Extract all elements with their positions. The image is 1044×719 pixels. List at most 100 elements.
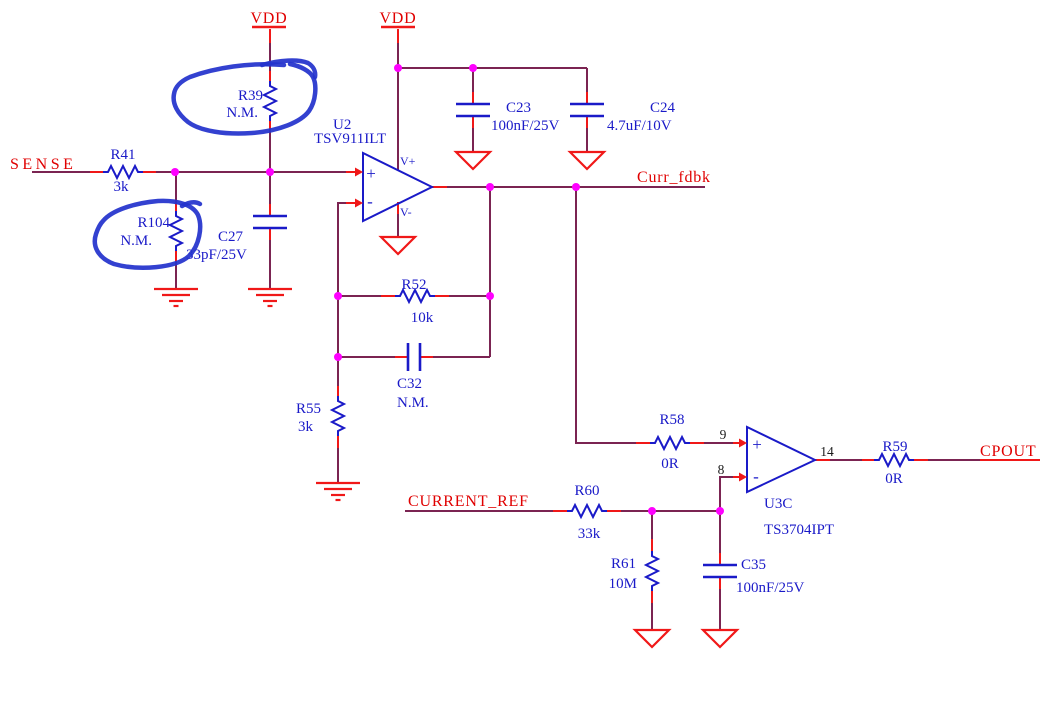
- u2-plus-sign: +: [366, 164, 376, 183]
- r55-value: 3k: [298, 419, 314, 435]
- junction: [334, 292, 342, 300]
- resistor-r58: [649, 436, 691, 450]
- r61-refdes: R61: [611, 556, 636, 572]
- r39-value: N.M.: [226, 105, 258, 121]
- u2-vminus-label: V-: [400, 205, 412, 219]
- c35-refdes: C35: [741, 557, 766, 573]
- input-arrow-plus: [355, 167, 363, 177]
- resistor-r55: [331, 395, 345, 437]
- r60-refdes: R60: [574, 483, 599, 499]
- c32-value: N.M.: [397, 395, 429, 411]
- resistor-r41: [102, 165, 144, 179]
- r41-refdes: R41: [110, 147, 135, 163]
- triangle-ground-r61: [633, 628, 671, 649]
- u3c-pin8-number: 8: [718, 462, 725, 477]
- u2-partnumber: TSV911ILT: [314, 131, 386, 147]
- capacitor-c23: [454, 102, 492, 118]
- u3c-partnumber: TS3704IPT: [764, 522, 834, 538]
- r41-value: 3k: [114, 179, 130, 195]
- net-label-current-ref: CURRENT_REF: [408, 493, 529, 510]
- component-labels: R41 3k R39 N.M. R104 N.M. C27 33pF/25V C…: [110, 88, 907, 596]
- u3c-refdes: U3C: [764, 496, 792, 512]
- junction: [171, 168, 179, 176]
- junction: [486, 183, 494, 191]
- u3c-minus-sign: -: [753, 467, 759, 486]
- highlight-loop-r39: [171, 61, 318, 136]
- capacitor-c35: [701, 563, 739, 579]
- r104-refdes: R104: [137, 215, 170, 231]
- r58-refdes: R58: [659, 412, 684, 428]
- c35-value: 100nF/25V: [736, 580, 805, 596]
- u3c-plus-sign: +: [752, 435, 762, 454]
- c27-refdes: C27: [218, 229, 244, 245]
- junction: [486, 292, 494, 300]
- triangle-ground-c35: [701, 628, 739, 649]
- r58-value: 0R: [661, 456, 679, 472]
- r55-refdes: R55: [296, 401, 321, 417]
- ground-symbols: [152, 150, 739, 649]
- pin-stubs: [90, 29, 1040, 603]
- r60-value: 33k: [578, 526, 601, 542]
- power-vdd-left: VDD: [250, 10, 287, 29]
- junction: [469, 64, 477, 72]
- junction: [334, 353, 342, 361]
- highlight-loop-r104-overlap: [179, 200, 203, 209]
- opamp-triangle: [362, 151, 435, 223]
- c23-value: 100nF/25V: [491, 118, 560, 134]
- capacitor-c32: [406, 341, 422, 373]
- resistor-r60: [566, 504, 608, 518]
- junction: [648, 507, 656, 515]
- junction: [266, 168, 274, 176]
- c24-refdes: C24: [650, 100, 676, 116]
- junction: [716, 507, 724, 515]
- vdd-left-label: VDD: [250, 10, 287, 27]
- resistor-r59: [873, 453, 915, 467]
- capacitor-c24: [568, 102, 606, 118]
- input-arrow-minus: [355, 198, 363, 208]
- opamp-triangle: [746, 425, 818, 494]
- highlight-loop-r104: [92, 198, 203, 270]
- triangle-ground-c23: [454, 150, 492, 171]
- capacitor-c27: [251, 214, 289, 230]
- c23-refdes: C23: [506, 100, 531, 116]
- vdd-right-label: VDD: [379, 10, 416, 27]
- c32-refdes: C32: [397, 376, 422, 392]
- c24-value: 4.7uF/10V: [607, 118, 672, 134]
- earth-ground-c27: [246, 287, 294, 308]
- r59-refdes: R59: [882, 439, 907, 455]
- u3c-pin14-number: 14: [820, 444, 834, 459]
- u2-minus-sign: -: [367, 192, 373, 211]
- r59-value: 0R: [885, 471, 903, 487]
- r39-refdes: R39: [238, 88, 263, 104]
- junction: [394, 64, 402, 72]
- net-label-curr-fdbk: Curr_fdbk: [637, 169, 711, 186]
- u2-vplus-label: V+: [400, 154, 416, 168]
- opamp-u2: + - V+ V- U2 TSV911ILT: [314, 117, 435, 223]
- junction-dots: [171, 64, 724, 515]
- u3c-pin9-number: 9: [720, 427, 727, 442]
- triangle-ground-c24: [568, 150, 606, 171]
- resistor-r104: [169, 210, 183, 252]
- highlight-loop-r39-overlap: [259, 58, 318, 80]
- r104-value: N.M.: [120, 233, 152, 249]
- u2-refdes: U2: [333, 117, 351, 133]
- net-labels: SENSE Curr_fdbk CURRENT_REF CPOUT: [10, 156, 1036, 510]
- input-arrow-minus: [739, 472, 747, 482]
- r52-refdes: R52: [401, 277, 426, 293]
- input-arrow-plus: [739, 438, 747, 448]
- r52-value: 10k: [411, 310, 434, 326]
- net-label-cpout: CPOUT: [980, 443, 1036, 460]
- earth-ground-r104: [152, 287, 200, 308]
- resistor-r39: [263, 80, 277, 122]
- annotation-markers: [92, 58, 318, 270]
- triangle-ground-u2: [379, 235, 417, 256]
- comparator-u3c: + - 9 8 14 U3C TS3704IPT: [718, 425, 834, 538]
- resistor-r61: [645, 550, 659, 592]
- c27-value: 33pF/25V: [186, 247, 247, 263]
- r61-value: 10M: [609, 576, 637, 592]
- net-label-sense: SENSE: [10, 156, 76, 173]
- junction: [572, 183, 580, 191]
- earth-ground-r55: [314, 481, 362, 502]
